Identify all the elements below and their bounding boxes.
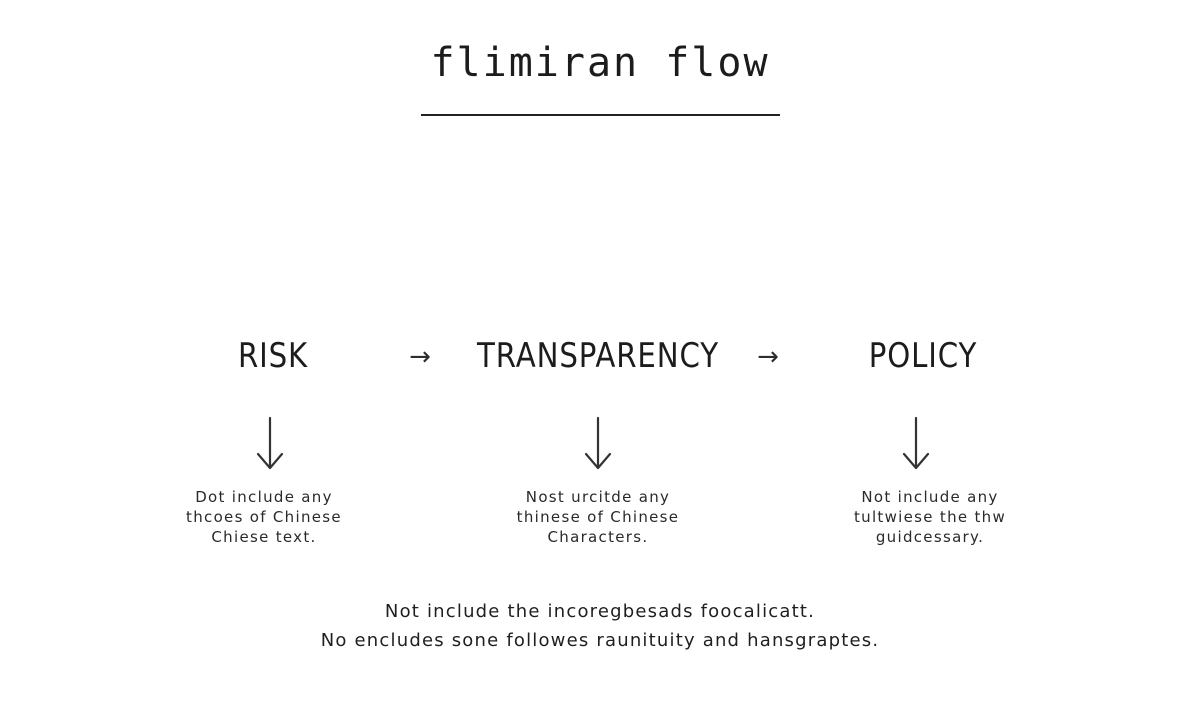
note-line: tultwiese the thw — [853, 508, 1007, 526]
note-line: thinese of Chinese — [516, 508, 680, 526]
footer-line: Not include the incoregbesads foocalicat… — [384, 601, 816, 622]
node-transparency-label: TRANSPARENCY — [477, 336, 719, 376]
arrow-down-icon — [250, 412, 290, 472]
node-policy-note: Not include any tultwiese the thw guidce… — [800, 487, 1060, 547]
arrow-right-icon: → — [757, 342, 779, 372]
note-line: thcoes of Chinese — [186, 508, 342, 526]
arrow-right-icon: → — [409, 342, 431, 372]
footer-line: No encludes sone followes raunituity and… — [320, 630, 880, 651]
note-line: Chiese text. — [211, 528, 317, 546]
arrow-down-icon — [578, 412, 618, 472]
arrow-down-icon — [896, 412, 936, 472]
note-line: guidcessary. — [875, 528, 985, 546]
note-line: Characters. — [547, 528, 649, 546]
title-underline — [421, 114, 780, 116]
footer-note: Not include the incoregbesads foocalicat… — [0, 597, 1200, 655]
node-transparency-note: Nost urcitde any thinese of Chinese Char… — [468, 487, 728, 547]
diagram-title: flimiran flow — [430, 40, 770, 86]
note-line: Dot include any — [195, 488, 333, 506]
note-line: Nost urcitde any — [525, 488, 671, 506]
node-risk-note: Dot include any thcoes of Chinese Chiese… — [134, 487, 394, 547]
node-policy-label: POLICY — [868, 336, 978, 376]
note-line: Not include any — [861, 488, 999, 506]
node-risk-label: RISK — [237, 336, 309, 376]
